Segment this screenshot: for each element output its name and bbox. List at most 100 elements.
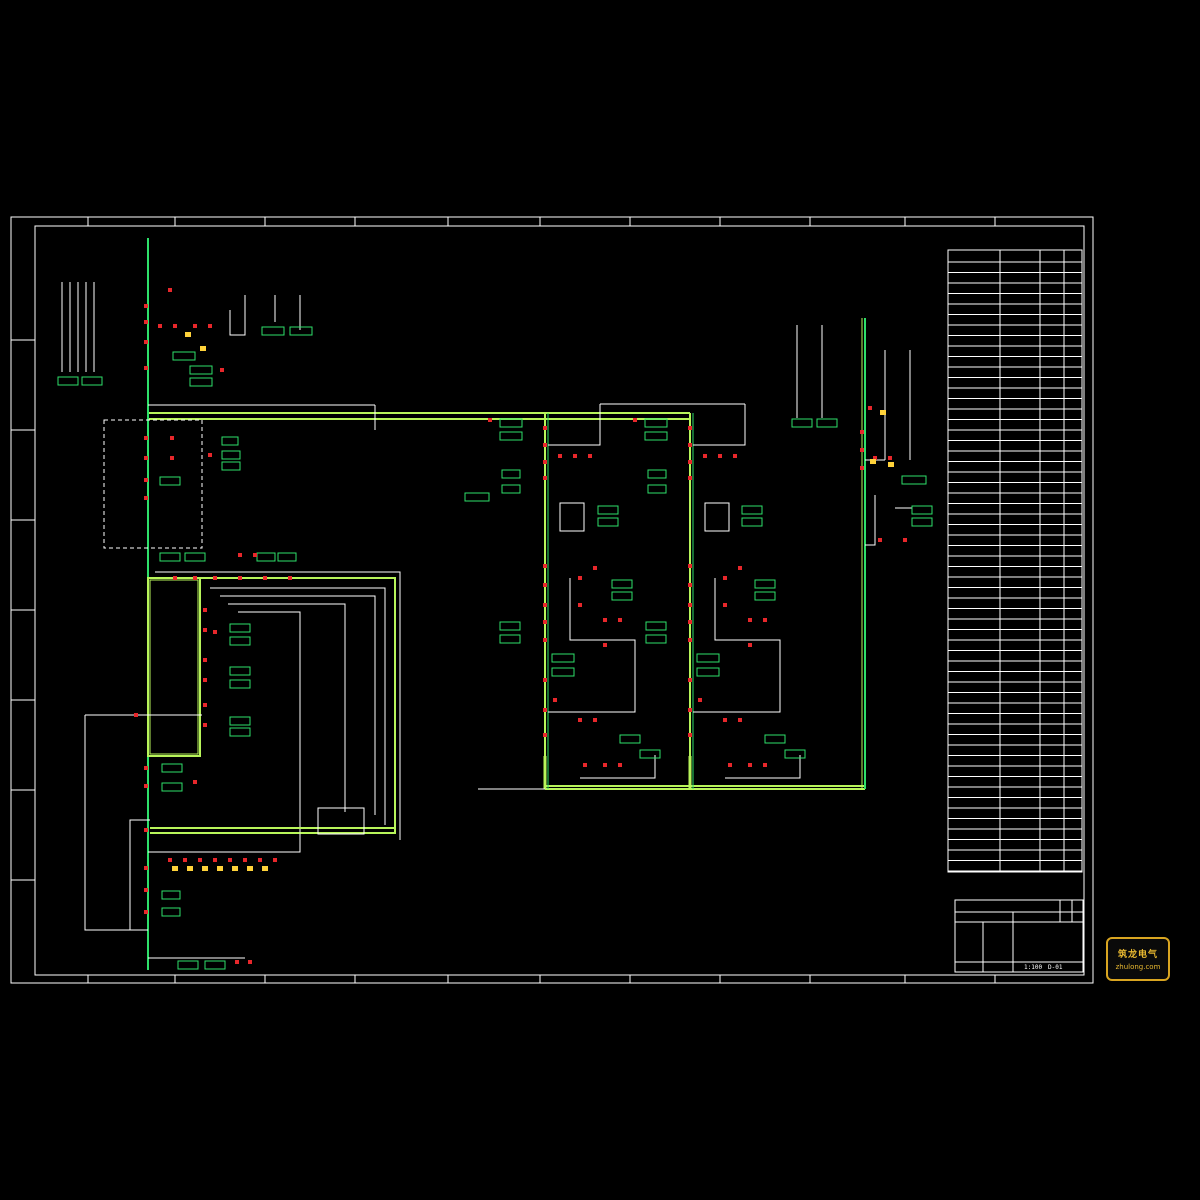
breaker xyxy=(213,858,217,862)
breaker xyxy=(593,566,597,570)
label-box xyxy=(256,552,276,562)
breaker xyxy=(558,454,562,458)
breaker xyxy=(860,430,864,434)
breaker xyxy=(718,454,722,458)
middle-risers xyxy=(478,403,801,790)
breaker xyxy=(860,466,864,470)
breaker xyxy=(618,618,622,622)
label-box xyxy=(229,727,251,737)
label-box xyxy=(501,484,521,494)
breaker xyxy=(578,576,582,580)
breaker xyxy=(144,496,148,500)
breaker xyxy=(543,638,547,642)
title-block xyxy=(954,899,1084,973)
breaker xyxy=(198,858,202,862)
breaker xyxy=(728,763,732,767)
label-box xyxy=(696,653,720,663)
label-box xyxy=(81,376,103,386)
breaker xyxy=(144,456,148,460)
breaker xyxy=(688,564,692,568)
meter xyxy=(880,410,886,415)
label-box xyxy=(551,653,575,663)
label-box xyxy=(161,907,181,917)
main-busbars xyxy=(148,412,865,790)
breaker xyxy=(703,454,707,458)
meter xyxy=(187,866,193,871)
breaker xyxy=(543,476,547,480)
label-box xyxy=(57,376,79,386)
breaker xyxy=(543,443,547,447)
label-box xyxy=(161,763,183,773)
breaker xyxy=(273,858,277,862)
label-box xyxy=(597,517,619,527)
label-box xyxy=(261,326,285,336)
label-box xyxy=(611,591,633,601)
breaker xyxy=(144,866,148,870)
label-box xyxy=(645,634,667,644)
breaker xyxy=(488,418,492,422)
breaker xyxy=(543,426,547,430)
breaker xyxy=(688,620,692,624)
breaker xyxy=(593,718,597,722)
breaker xyxy=(688,426,692,430)
label-box xyxy=(177,960,199,970)
label-box xyxy=(172,351,196,361)
meter xyxy=(172,866,178,871)
label-box xyxy=(221,461,241,471)
breaker xyxy=(748,618,752,622)
breaker xyxy=(238,576,242,580)
label-box xyxy=(911,517,933,527)
meter xyxy=(202,866,208,871)
breaker xyxy=(543,564,547,568)
label-box xyxy=(754,591,776,601)
breaker xyxy=(144,888,148,892)
breaker xyxy=(763,763,767,767)
breaker xyxy=(168,288,172,292)
label-box xyxy=(229,666,251,676)
label-box xyxy=(229,716,251,726)
label-box xyxy=(741,517,763,527)
label-box xyxy=(645,621,667,631)
breaker xyxy=(258,858,262,862)
breaker xyxy=(193,780,197,784)
breaker xyxy=(688,443,692,447)
watermark-title: 筑龙电气 xyxy=(1117,950,1158,960)
breaker xyxy=(203,678,207,682)
circuit-breaker-symbols xyxy=(134,288,907,964)
label-box xyxy=(644,431,668,441)
breaker xyxy=(183,858,187,862)
meter xyxy=(870,459,876,464)
breaker xyxy=(748,763,752,767)
breaker xyxy=(144,366,148,370)
breaker xyxy=(213,630,217,634)
breaker xyxy=(738,718,742,722)
label-box xyxy=(499,621,521,631)
breaker xyxy=(618,763,622,767)
label-box xyxy=(647,469,667,479)
breaker xyxy=(860,448,864,452)
breaker xyxy=(134,713,138,717)
label-box xyxy=(696,667,720,677)
label-box xyxy=(764,734,786,744)
breaker xyxy=(203,628,207,632)
breaker xyxy=(253,553,257,557)
label-box xyxy=(551,667,575,677)
breaker xyxy=(633,418,637,422)
breaker xyxy=(868,406,872,410)
breaker xyxy=(170,436,174,440)
meter xyxy=(185,332,191,337)
breaker xyxy=(144,320,148,324)
breaker xyxy=(144,340,148,344)
breaker xyxy=(213,576,217,580)
breaker xyxy=(144,304,148,308)
breaker xyxy=(243,858,247,862)
meter xyxy=(217,866,223,871)
breaker xyxy=(220,368,224,372)
breaker xyxy=(688,476,692,480)
label-box xyxy=(597,505,619,515)
breaker xyxy=(144,784,148,788)
breaker xyxy=(543,678,547,682)
breaker xyxy=(235,960,239,964)
breaker xyxy=(248,960,252,964)
label-box xyxy=(229,636,251,646)
